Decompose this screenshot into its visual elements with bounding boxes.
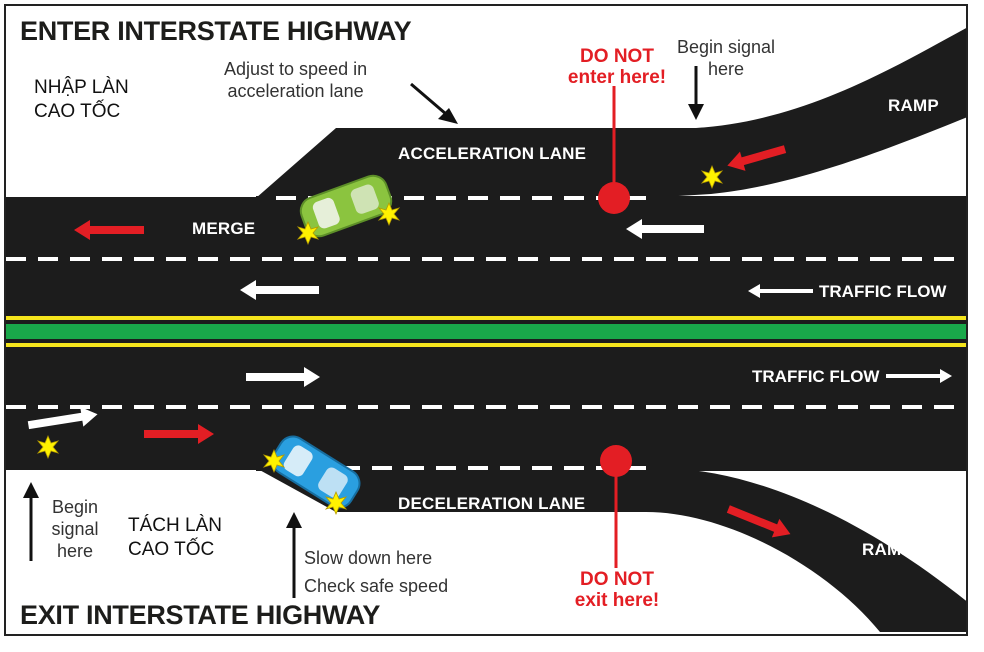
- pointer-arrow-slow-down: [286, 512, 302, 598]
- vn-exit-line2: CAO TỐC: [128, 539, 215, 560]
- begin-signal-bottom-label: Begin signal here: [46, 496, 104, 562]
- ramp-top-label: RAMP: [888, 96, 939, 115]
- red-arrow-merge: [74, 220, 144, 240]
- deceleration-lane-label: DECELERATION LANE: [398, 494, 586, 513]
- do-not-enter-line2: enter here!: [567, 67, 667, 88]
- begin-signal-top-line2: here: [707, 59, 745, 79]
- exit-highway-title: EXIT INTERSTATE HIGHWAY: [20, 600, 381, 630]
- red-arrow-ramp-bottom: [726, 505, 791, 538]
- vn-exit-line1: TÁCH LÀN: [128, 515, 222, 536]
- acceleration-lane-label: ACCELERATION LANE: [398, 144, 587, 163]
- highway-diagram: [6, 28, 966, 632]
- traffic-flow-bottom-label: TRAFFIC FLOW: [752, 367, 880, 386]
- pointer-arrow-begin-signal-top: [688, 66, 704, 120]
- white-arrow-right: [246, 367, 320, 387]
- check-speed-line: Check safe speed: [304, 576, 449, 596]
- merge-label: MERGE: [192, 219, 256, 238]
- vn-enter-line2: CAO TỐC: [34, 101, 121, 122]
- ramp-bottom-label: RAMP: [862, 540, 913, 559]
- signal-burst-icon: [700, 164, 724, 190]
- begin-signal-bottom-line1: Begin: [51, 497, 99, 517]
- do-not-enter-dot: [598, 182, 630, 214]
- entry-ramp: [256, 28, 966, 198]
- vn-enter-line1: NHẬP LÀN: [34, 77, 129, 98]
- adjust-note-line1: Adjust to speed in: [224, 59, 368, 79]
- signal-burst-icon: [377, 201, 401, 227]
- blue-car: [271, 435, 361, 509]
- yellow-line-bottom: [6, 343, 966, 347]
- begin-signal-top-line1: Begin signal: [676, 37, 776, 57]
- do-not-exit-dot: [600, 445, 632, 477]
- vn-enter-label: NHẬP LÀN CAO TỐC: [34, 76, 129, 124]
- white-arrow-right-angled: [27, 406, 98, 430]
- median-green: [6, 324, 966, 339]
- begin-signal-bottom-line3: here: [56, 541, 94, 561]
- do-not-enter-line1: DO NOT: [580, 46, 654, 67]
- do-not-exit-line1: DO NOT: [580, 569, 654, 590]
- signal-burst-icon: [36, 434, 60, 460]
- white-arrow-left: [240, 280, 319, 300]
- adjust-speed-note: Adjust to speed in acceleration lane: [224, 58, 367, 102]
- white-arrow-left: [626, 219, 704, 239]
- red-arrow-exit: [144, 424, 214, 444]
- vn-exit-label: TÁCH LÀN CAO TỐC: [128, 514, 222, 562]
- signal-burst-icon: [324, 490, 348, 516]
- yellow-line-top: [6, 316, 966, 320]
- pointer-arrow-begin-signal-bottom: [23, 482, 39, 561]
- signal-burst-icon: [262, 448, 286, 474]
- signal-burst-icon: [296, 220, 320, 246]
- traffic-flow-top-label: TRAFFIC FLOW: [819, 282, 947, 301]
- slow-down-line: Slow down here: [304, 548, 433, 568]
- diagram-frame: ENTER INTERSTATE HIGHWAY NHẬP LÀN CAO TỐ…: [4, 4, 968, 636]
- enter-highway-title: ENTER INTERSTATE HIGHWAY: [20, 16, 412, 46]
- adjust-note-line2: acceleration lane: [227, 81, 364, 101]
- do-not-exit-label: DO NOT exit here!: [562, 569, 672, 611]
- do-not-enter-label: DO NOT enter here!: [562, 46, 672, 88]
- begin-signal-bottom-line2: signal: [51, 519, 99, 539]
- traffic-flow-arrow-left: [748, 284, 813, 298]
- slow-down-note: Slow down here Check safe speed: [304, 547, 448, 597]
- pointer-arrow-adjust: [410, 82, 458, 124]
- exit-ramp: [256, 468, 966, 632]
- red-arrow-ramp-top: [727, 145, 787, 171]
- begin-signal-top-label: Begin signal here: [666, 36, 786, 80]
- green-car: [299, 174, 393, 238]
- do-not-exit-line2: exit here!: [574, 590, 660, 611]
- traffic-flow-arrow-right: [886, 369, 952, 383]
